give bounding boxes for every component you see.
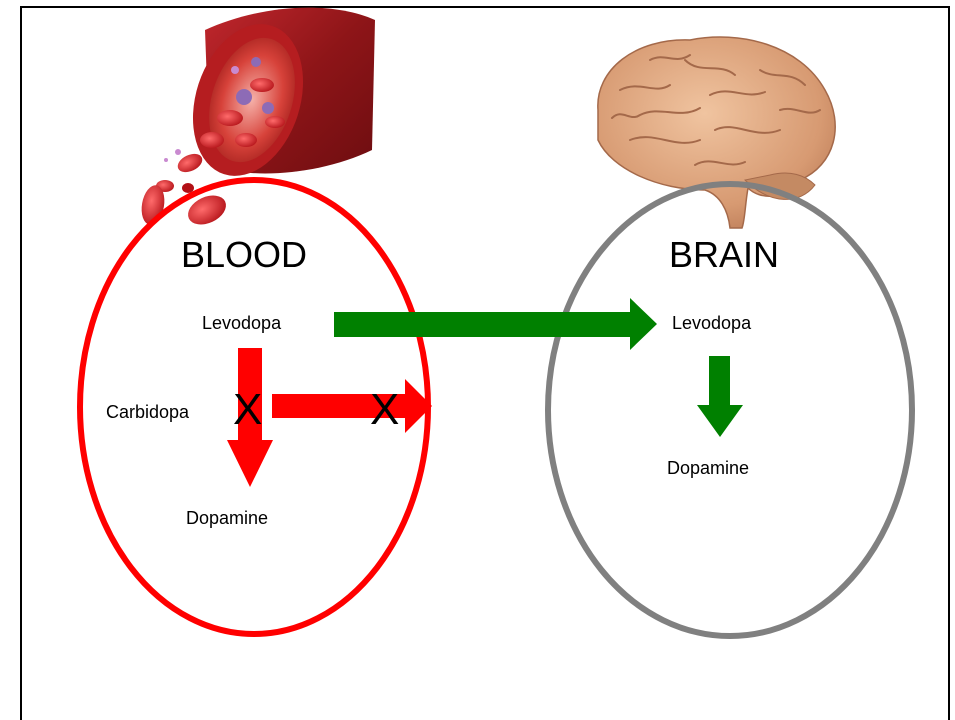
blood-dopamine-label: Dopamine	[186, 508, 268, 529]
block-mark-left: X	[233, 385, 262, 435]
blood-levodopa-label: Levodopa	[202, 313, 281, 334]
brain-title: BRAIN	[669, 234, 779, 276]
brain-levodopa-label: Levodopa	[672, 313, 751, 334]
levodopa-crosses-arrow	[334, 298, 657, 350]
block-mark-right: X	[370, 385, 399, 435]
blood-title: BLOOD	[181, 234, 307, 276]
carbidopa-label: Carbidopa	[106, 402, 189, 423]
brain-conversion-arrow	[697, 356, 743, 437]
brain-dopamine-label: Dopamine	[667, 458, 749, 479]
carbidopa-blocked-arrow	[272, 379, 432, 433]
blood-vessel-illustration	[139, 8, 375, 231]
